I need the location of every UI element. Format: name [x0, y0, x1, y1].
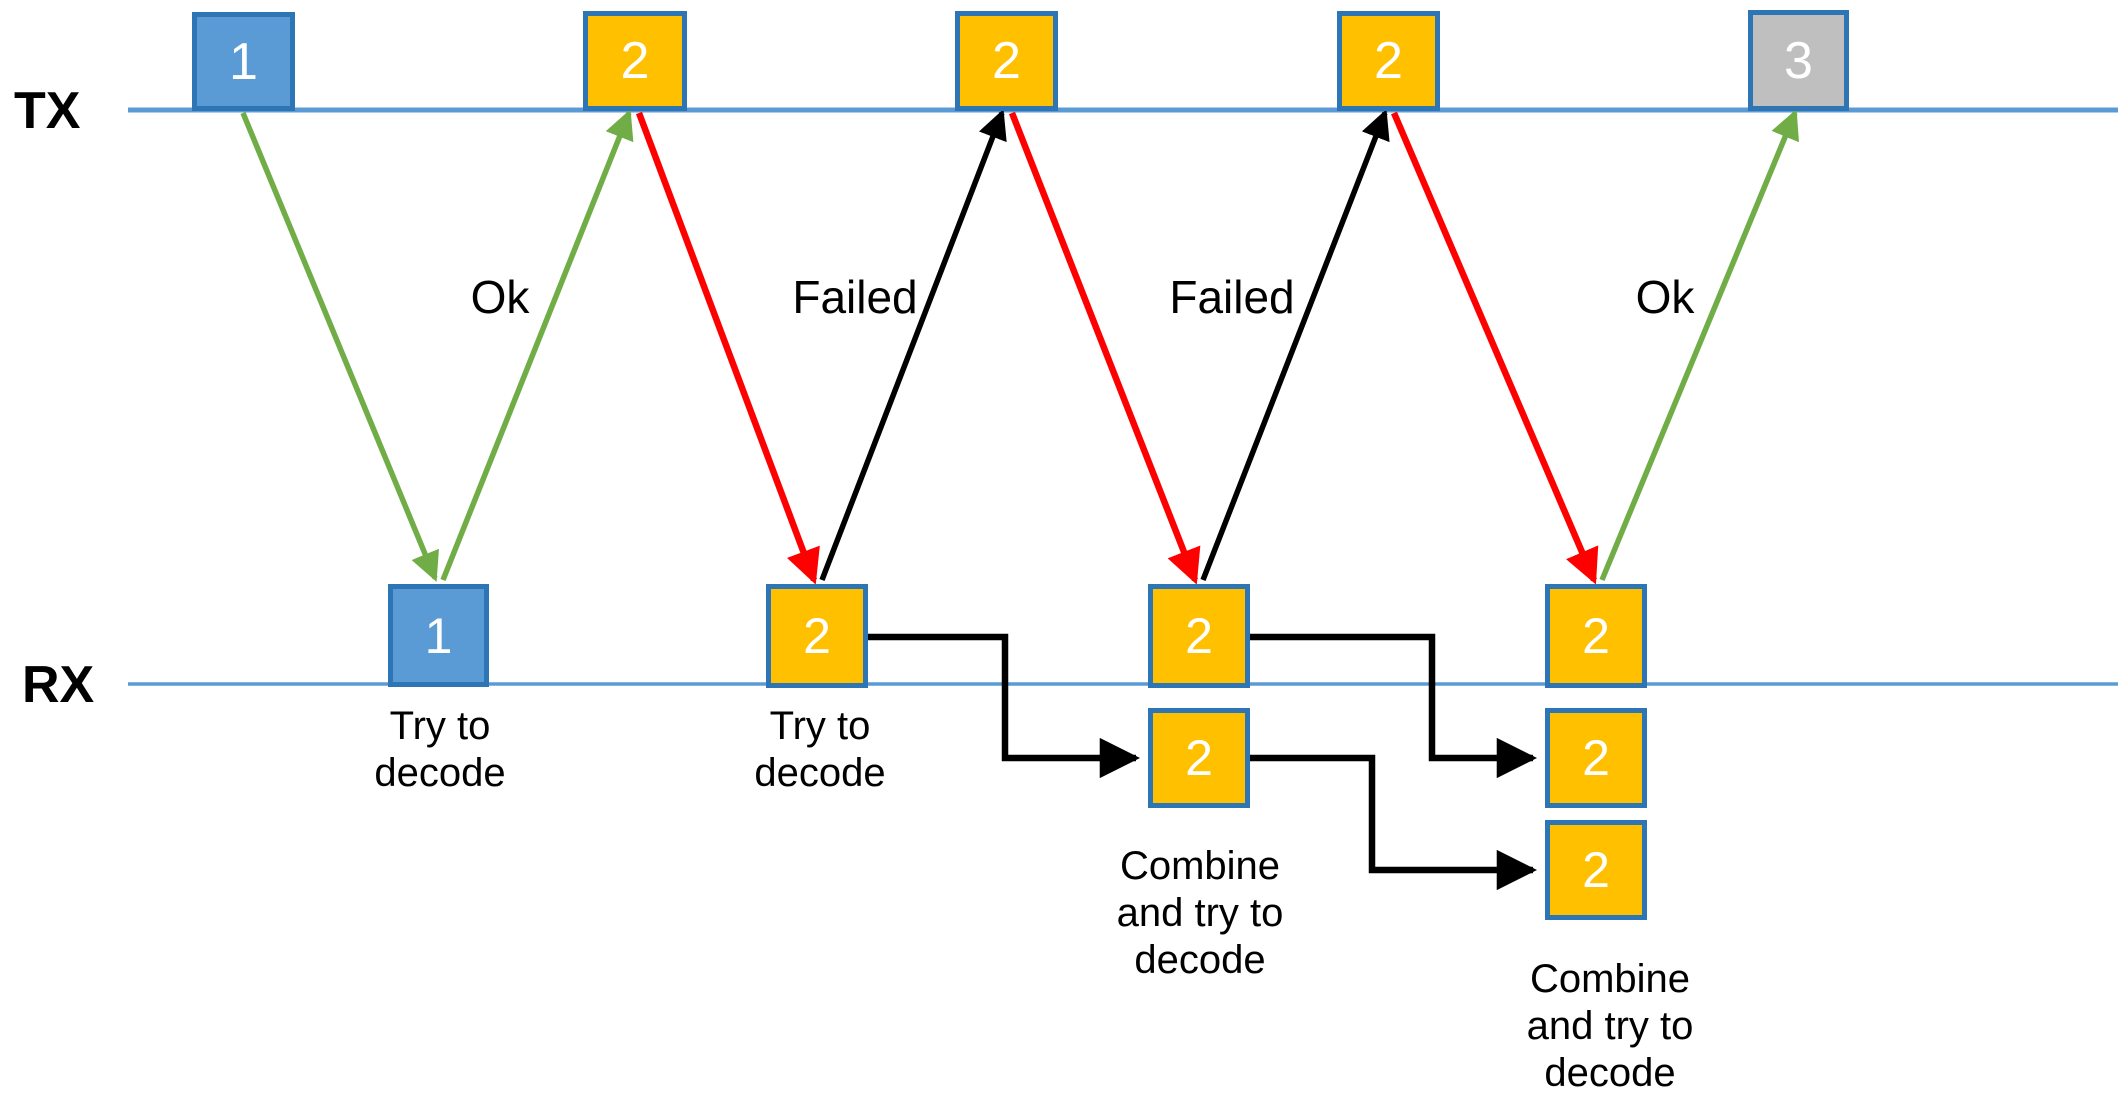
connector-buffer-1	[868, 633, 1141, 779]
note-combine-and-try-to-decode-1: Combine and try to decode	[1116, 844, 1284, 983]
tx-packet-2[interactable]: 2	[583, 11, 687, 111]
arrow-rx3-to-tx4-nack	[1200, 109, 1390, 581]
rx-buffer-packet-3[interactable]: 2	[1545, 820, 1647, 920]
tx-lane-label: TX	[14, 82, 81, 140]
edge-label-failed-1: Failed	[792, 271, 918, 323]
rx-packet-4[interactable]: 2	[1545, 584, 1647, 688]
arrow-tx3-to-rx3-failed	[1008, 111, 1201, 585]
arrow-tx1-to-rx1-ok	[240, 111, 439, 582]
rx-buffer-packet-2[interactable]: 2	[1545, 708, 1647, 808]
tx-packet-1[interactable]: 1	[192, 12, 295, 111]
tx-packet-3[interactable]: 2	[955, 11, 1058, 111]
rx-packet-3[interactable]: 2	[1148, 584, 1250, 688]
arrow-rx2-to-tx3-nack	[819, 109, 1007, 581]
rx-packet-2[interactable]: 2	[766, 584, 868, 688]
arrow-rx4-to-tx5-ack	[1599, 109, 1799, 582]
note-try-to-decode-1: Try to decode	[374, 704, 506, 796]
tx-packet-4[interactable]: 2	[1337, 11, 1440, 111]
edge-label-failed-2: Failed	[1169, 271, 1295, 323]
note-try-to-decode-2: Try to decode	[754, 704, 886, 796]
edge-label-ok-1: Ok	[470, 271, 530, 323]
connector-buffer-2	[1250, 633, 1538, 779]
arrow-tx4-to-rx4-failed	[1391, 111, 1599, 585]
edge-label-ok-2: Ok	[1635, 271, 1695, 323]
tx-packet-5[interactable]: 3	[1748, 10, 1849, 111]
connector-buffer-3	[1250, 754, 1538, 891]
rx-lane-label: RX	[22, 656, 95, 714]
rx-packet-1[interactable]: 1	[388, 584, 489, 687]
note-combine-and-try-to-decode-2: Combine and try to decode	[1526, 957, 1694, 1096]
arrow-tx2-to-rx2-failed	[635, 111, 820, 585]
rx-buffer-packet-1[interactable]: 2	[1148, 708, 1250, 808]
arrow-rx1-to-tx2-ack	[440, 109, 634, 582]
